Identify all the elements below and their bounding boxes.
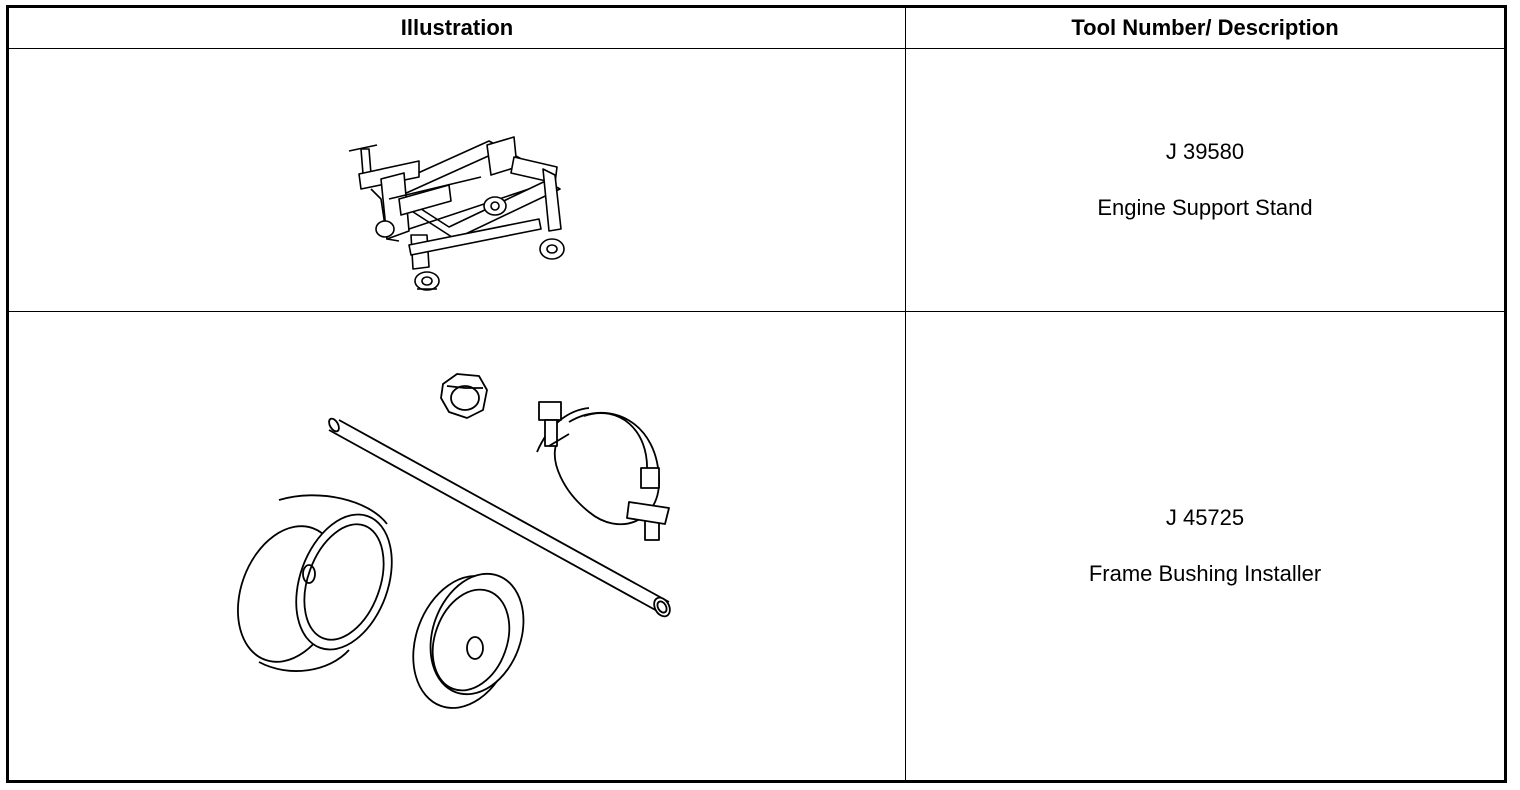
tool-number-j39580: J 39580 (1165, 139, 1245, 164)
frame-bushing-installer-description-cell: J 45725 Frame Bushing Installer (906, 312, 1504, 780)
engine-support-stand-description-cell: J 39580 Engine Support Stand (906, 49, 1504, 312)
engine-support-stand-illustration (9, 49, 906, 312)
header-illustration-label: Illustration (400, 15, 514, 40)
header-tool-number-label: Tool Number/ Description (1071, 15, 1339, 40)
tool-description-engine-support-stand: Engine Support Stand (1097, 195, 1313, 220)
tool-table: Illustration Tool Number/ Description (6, 5, 1507, 783)
header-illustration: Illustration (9, 8, 906, 49)
tool-number-j45725: J 45725 (1165, 505, 1245, 530)
header-tool-number-description: Tool Number/ Description (906, 8, 1504, 49)
frame-bushing-installer-illustration (9, 312, 906, 780)
tool-description-frame-bushing-installer: Frame Bushing Installer (1088, 561, 1322, 586)
